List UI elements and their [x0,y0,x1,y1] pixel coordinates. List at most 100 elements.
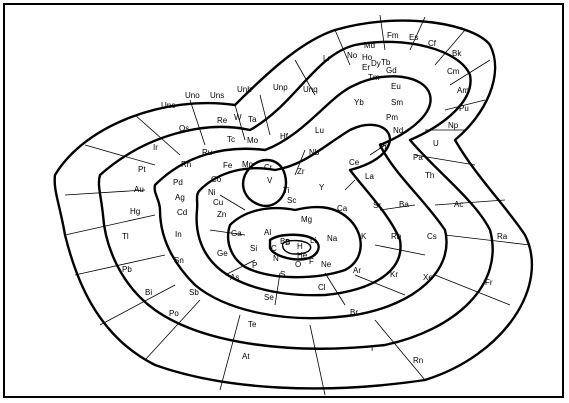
element-label: Sr [373,201,381,210]
element-label: Hg [130,207,140,216]
element-label: Pu [459,104,469,113]
element-label: Sn [174,256,184,265]
element-label: Se [264,293,274,302]
element-label: Lu [315,126,324,135]
element-label: Unp [273,83,288,92]
element-label: Uno [185,91,200,100]
element-label: Unh [237,85,252,94]
element-label: Ra [497,232,508,241]
element-label: Rh [181,160,191,169]
element-label: Tb [381,58,391,67]
element-label: Mg [301,215,312,224]
element-label: Y [319,183,325,192]
spiral-band-3 [155,76,447,318]
element-label: K [361,232,367,241]
element-label: Sb [189,288,199,297]
element-label: Pa [413,153,423,162]
element-label: Tl [122,232,129,241]
element-label: Sc [287,196,296,205]
element-label: Ho [362,53,373,62]
element-label: Sm [391,98,403,107]
element-label: Si [250,244,257,253]
element-label: Ar [353,266,361,275]
element-label: I [371,344,373,353]
element-label: V [267,176,273,185]
element-label: Pr [379,142,387,151]
element-label: Ni [208,188,216,197]
element-label: U [433,139,439,148]
element-label: Cm [447,67,460,76]
element-label: B [285,238,290,247]
element-label: Zn [217,210,226,219]
element-label: Bk [452,49,462,58]
element-label: Re [217,116,228,125]
element-label: Fm [387,31,399,40]
element-label: As [230,273,239,282]
element-label: He [297,251,308,260]
element-label: Os [179,124,189,133]
element-label: Kr [390,270,398,279]
element-label: S [280,270,285,279]
element-label: No [347,51,358,60]
element-label: Nb [309,148,320,157]
element-label: Unq [303,85,318,94]
element-label: Co [211,175,222,184]
element-label: Pb [122,265,132,274]
element-label: Fr [485,278,493,287]
element-label: Rn [413,356,423,365]
element-label: Ce [349,158,360,167]
element-label: Na [327,234,338,243]
element-label: Li [310,236,316,245]
element-label: Pt [138,165,146,174]
element-label: Ge [217,249,228,258]
element-label: At [242,352,250,361]
element-label: Mn [242,160,253,169]
element-label: Nd [393,126,403,135]
element-label: Cr [264,163,273,172]
element-label: La [365,172,374,181]
element-label: F [309,257,314,266]
element-label: O [295,260,301,269]
element-label: Yb [354,98,364,107]
element-label: Cd [177,208,187,217]
element-label: Ir [153,143,158,152]
element-label: Uns [210,91,224,100]
element-label: Pd [173,178,183,187]
element-label: Lr [323,54,330,63]
element-label: Tc [227,135,235,144]
element-label: W [234,113,242,122]
element-label: Am [457,86,469,95]
element-label: Cf [428,39,437,48]
element-label: Ru [202,148,212,157]
element-label: Po [169,309,179,318]
element-label: Es [409,33,418,42]
element-label: In [175,230,182,239]
element-label: Ga [231,229,242,238]
element-label: Tm [368,73,380,82]
element-label: Une [161,101,176,110]
element-label: Gd [386,66,397,75]
element-label: Eu [391,82,401,91]
element-label: H [297,242,303,251]
element-label: Dy [371,59,381,68]
element-label: Hf [280,132,289,141]
element-label: P [252,261,257,270]
element-label: Cs [427,232,437,241]
element-label: Er [362,63,370,72]
element-label: Al [264,228,271,237]
element-label: Md [364,41,375,50]
element-labels: HHeLiBeBCNOFNeNaMgAlSiPSClArKCaScTiVCrMn… [122,31,508,365]
element-label: C [271,244,277,253]
element-label: Np [448,121,459,130]
element-label: Bi [145,288,152,297]
element-label: Ba [399,200,409,209]
element-label: Te [248,320,257,329]
element-label: Ag [175,193,185,202]
element-label: Ta [248,115,257,124]
element-label: Cl [318,283,326,292]
element-label: Cu [213,198,223,207]
element-label: Mo [247,136,259,145]
element-label: Xe [423,273,433,282]
